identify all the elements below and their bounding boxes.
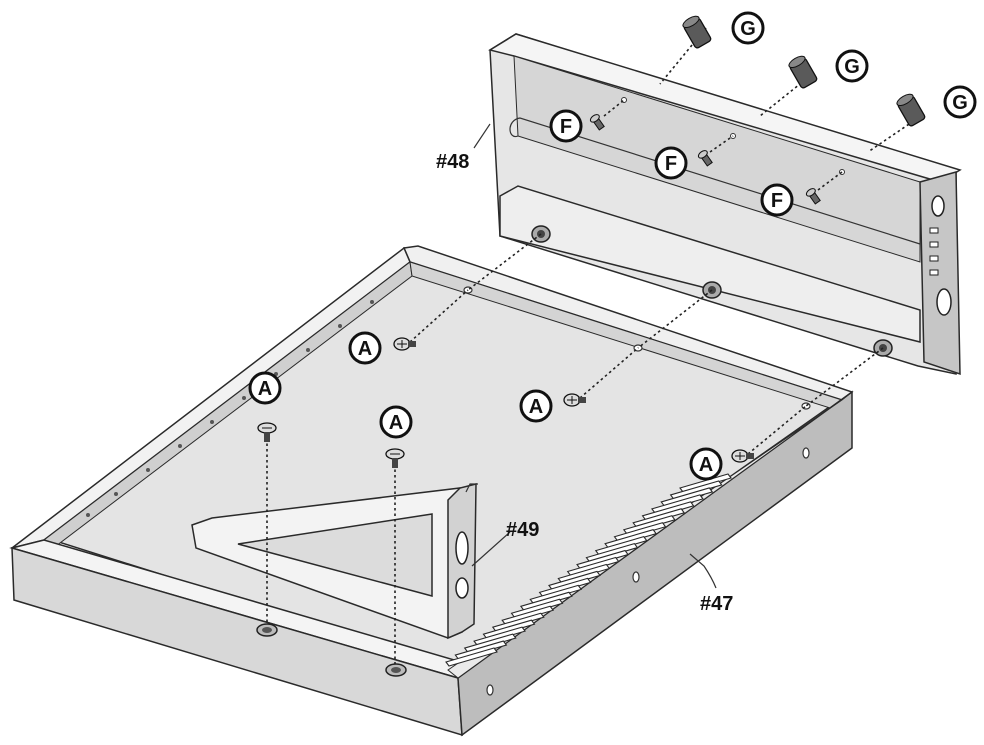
callout-letter: F [665,153,677,175]
vent-slot [632,508,686,528]
vent-slot [669,480,723,500]
callout-circle [348,331,382,365]
screw-a-4 [257,422,277,442]
callout-circle [379,405,413,439]
vent-slot [622,515,676,535]
base-pan-front-grommets [256,623,407,677]
callout-letter: A [529,396,543,418]
vent-slot [576,549,629,570]
callout-circle [248,371,282,405]
callout-letter: F [771,190,783,212]
vent-slot [660,487,714,507]
vent-slot [613,522,667,542]
callout-screw-a-2: A [248,371,282,405]
base-pan-vent-slots [445,473,732,667]
callout-letter: G [952,92,968,114]
callout-letter: A [389,412,403,434]
vent-slot [529,584,583,604]
standoff-g-2 [788,55,818,89]
screw-f-3 [805,188,821,205]
callout-circle [943,85,977,119]
base-pan [9,245,854,737]
vent-slot [594,536,648,556]
vent-slot [473,626,526,646]
callout-circle [519,389,553,423]
callout-circle [760,183,794,217]
back-panel-lower-ledge [499,185,921,343]
callout-letter: G [844,56,860,78]
callout-letter: A [699,454,713,476]
screw-a-1 [393,337,416,351]
callout-circle [654,146,688,180]
callout-screw-a-4: A [519,389,553,423]
callout-circle [689,447,723,481]
side-bracket [191,483,478,640]
callout-letter: G [740,18,756,40]
callout-screw-a-1: A [348,331,382,365]
callout-standoff-g-9: G [731,11,765,45]
vent-slot [463,633,517,653]
vent-slot [538,577,592,598]
standoff-g-3 [896,93,926,127]
callout-screw-a-5: A [689,447,723,481]
vent-slot [501,605,555,625]
callout-circle [835,49,869,83]
callout-standoff-g-10: G [835,49,869,83]
base-pan-right-face-holes [486,447,810,696]
vent-slot [557,563,611,584]
vent-slot [548,570,601,591]
screw-a-3 [731,449,754,463]
screw-a-5 [385,448,405,468]
screw-f-1 [589,114,605,131]
vent-slot [482,619,536,639]
vent-slot [641,501,695,521]
base-pan-left-rim-holes [86,300,374,517]
vent-slot [519,591,573,611]
vent-slot [491,612,545,632]
callout-screw-f-8: F [760,183,794,217]
vent-slot [510,598,564,618]
back-panel-channel [513,55,921,263]
callout-standoff-g-11: G [943,85,977,119]
part-label-side-bracket: #49 [506,519,539,541]
side-bracket-cutout [237,513,433,597]
screw-f-2 [697,150,713,167]
back-panel-lip-holes [621,97,845,175]
callout-letter: A [258,378,272,400]
vent-slot [604,529,658,549]
vent-slot [445,647,498,667]
back-panel-end-slots [929,227,939,276]
screw-a-2 [563,393,586,407]
vent-slot [585,542,639,563]
callout-circle [731,11,765,45]
callouts: A A A A A F F F G G G [248,11,977,481]
callout-circle [549,109,583,143]
part-labels: #48 #49 #47 [436,123,733,615]
vent-slot [454,640,508,660]
part-label-back-panel: #48 [436,151,469,173]
vent-slot [566,556,620,577]
part-label-base-pan: #47 [700,593,733,615]
vent-slot [651,494,704,514]
back-panel-end-cap [919,171,961,376]
callout-letter: F [560,116,572,138]
callout-screw-a-3: A [379,405,413,439]
standoff-g-1 [682,15,712,49]
back-panel [488,33,962,376]
callout-screw-f-7: F [654,146,688,180]
callout-screw-f-6: F [549,109,583,143]
callout-letter: A [358,338,372,360]
assembly-guide-lines [266,27,919,664]
